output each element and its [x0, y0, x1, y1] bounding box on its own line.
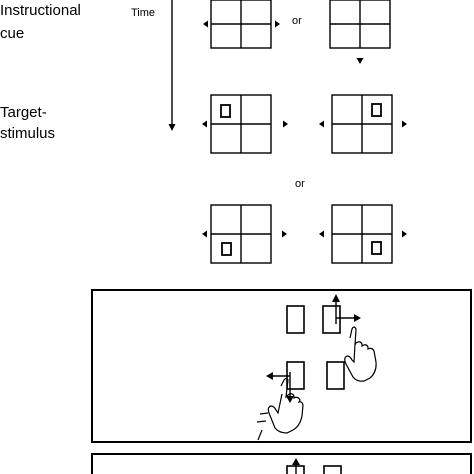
- left-arrow-icon: [319, 120, 324, 128]
- pointing-hand-icon: [256, 377, 304, 441]
- left-arrow-icon: [266, 372, 273, 380]
- time-arrow: [168, 0, 176, 131]
- down-arrow-icon: [356, 58, 364, 64]
- right-arrow-icon: [282, 230, 287, 238]
- target-rectangle-icon: [322, 305, 341, 334]
- left-arrow-icon: [202, 120, 207, 128]
- instructional-cue-label-line1: Instructional: [0, 2, 81, 19]
- target-rectangle-icon: [326, 361, 345, 390]
- target-grid-upper-right: [319, 94, 407, 154]
- pointing-hand-icon: [344, 326, 377, 382]
- response-panel-bottom: [91, 453, 472, 474]
- right-arrow-icon: [402, 230, 407, 238]
- cue-grid-left: [203, 0, 280, 49]
- cue-grid-right: [329, 0, 391, 64]
- target-stimulus-label-line1: Target-: [0, 104, 47, 121]
- movement-arrow-left-down: [266, 372, 294, 403]
- down-arrow-icon: [286, 396, 294, 403]
- right-arrow-icon: [275, 20, 280, 28]
- time-label: Time: [131, 7, 156, 19]
- instructional-cue-label-line2: cue: [0, 25, 25, 42]
- target-rectangle-icon: [371, 241, 382, 255]
- right-arrow-icon: [283, 120, 288, 128]
- up-arrow-icon: [292, 458, 300, 465]
- target-grid-upper-left: [202, 94, 288, 154]
- response-panel: [91, 289, 472, 443]
- target-rectangle-icon: [286, 305, 305, 334]
- target-grid-lower-right: [319, 204, 407, 264]
- target-grid-lower-left: [202, 204, 287, 264]
- target-rectangle-icon: [323, 465, 342, 474]
- left-arrow-icon: [203, 20, 208, 28]
- movement-arrow-up-right: [332, 294, 361, 324]
- target-rectangle-icon: [220, 104, 231, 118]
- right-arrow-icon: [354, 314, 361, 322]
- left-arrow-icon: [202, 230, 207, 238]
- target-rectangle-icon: [221, 242, 232, 256]
- target-stimulus-label-line2: stimulus: [0, 125, 56, 142]
- or-label-top: or: [292, 15, 302, 27]
- right-arrow-icon: [402, 120, 407, 128]
- target-rectangle-icon: [371, 103, 382, 117]
- or-label-middle: or: [295, 178, 305, 190]
- left-arrow-icon: [319, 230, 324, 238]
- up-arrow-icon: [332, 294, 340, 302]
- time-arrowhead-icon: [168, 124, 176, 131]
